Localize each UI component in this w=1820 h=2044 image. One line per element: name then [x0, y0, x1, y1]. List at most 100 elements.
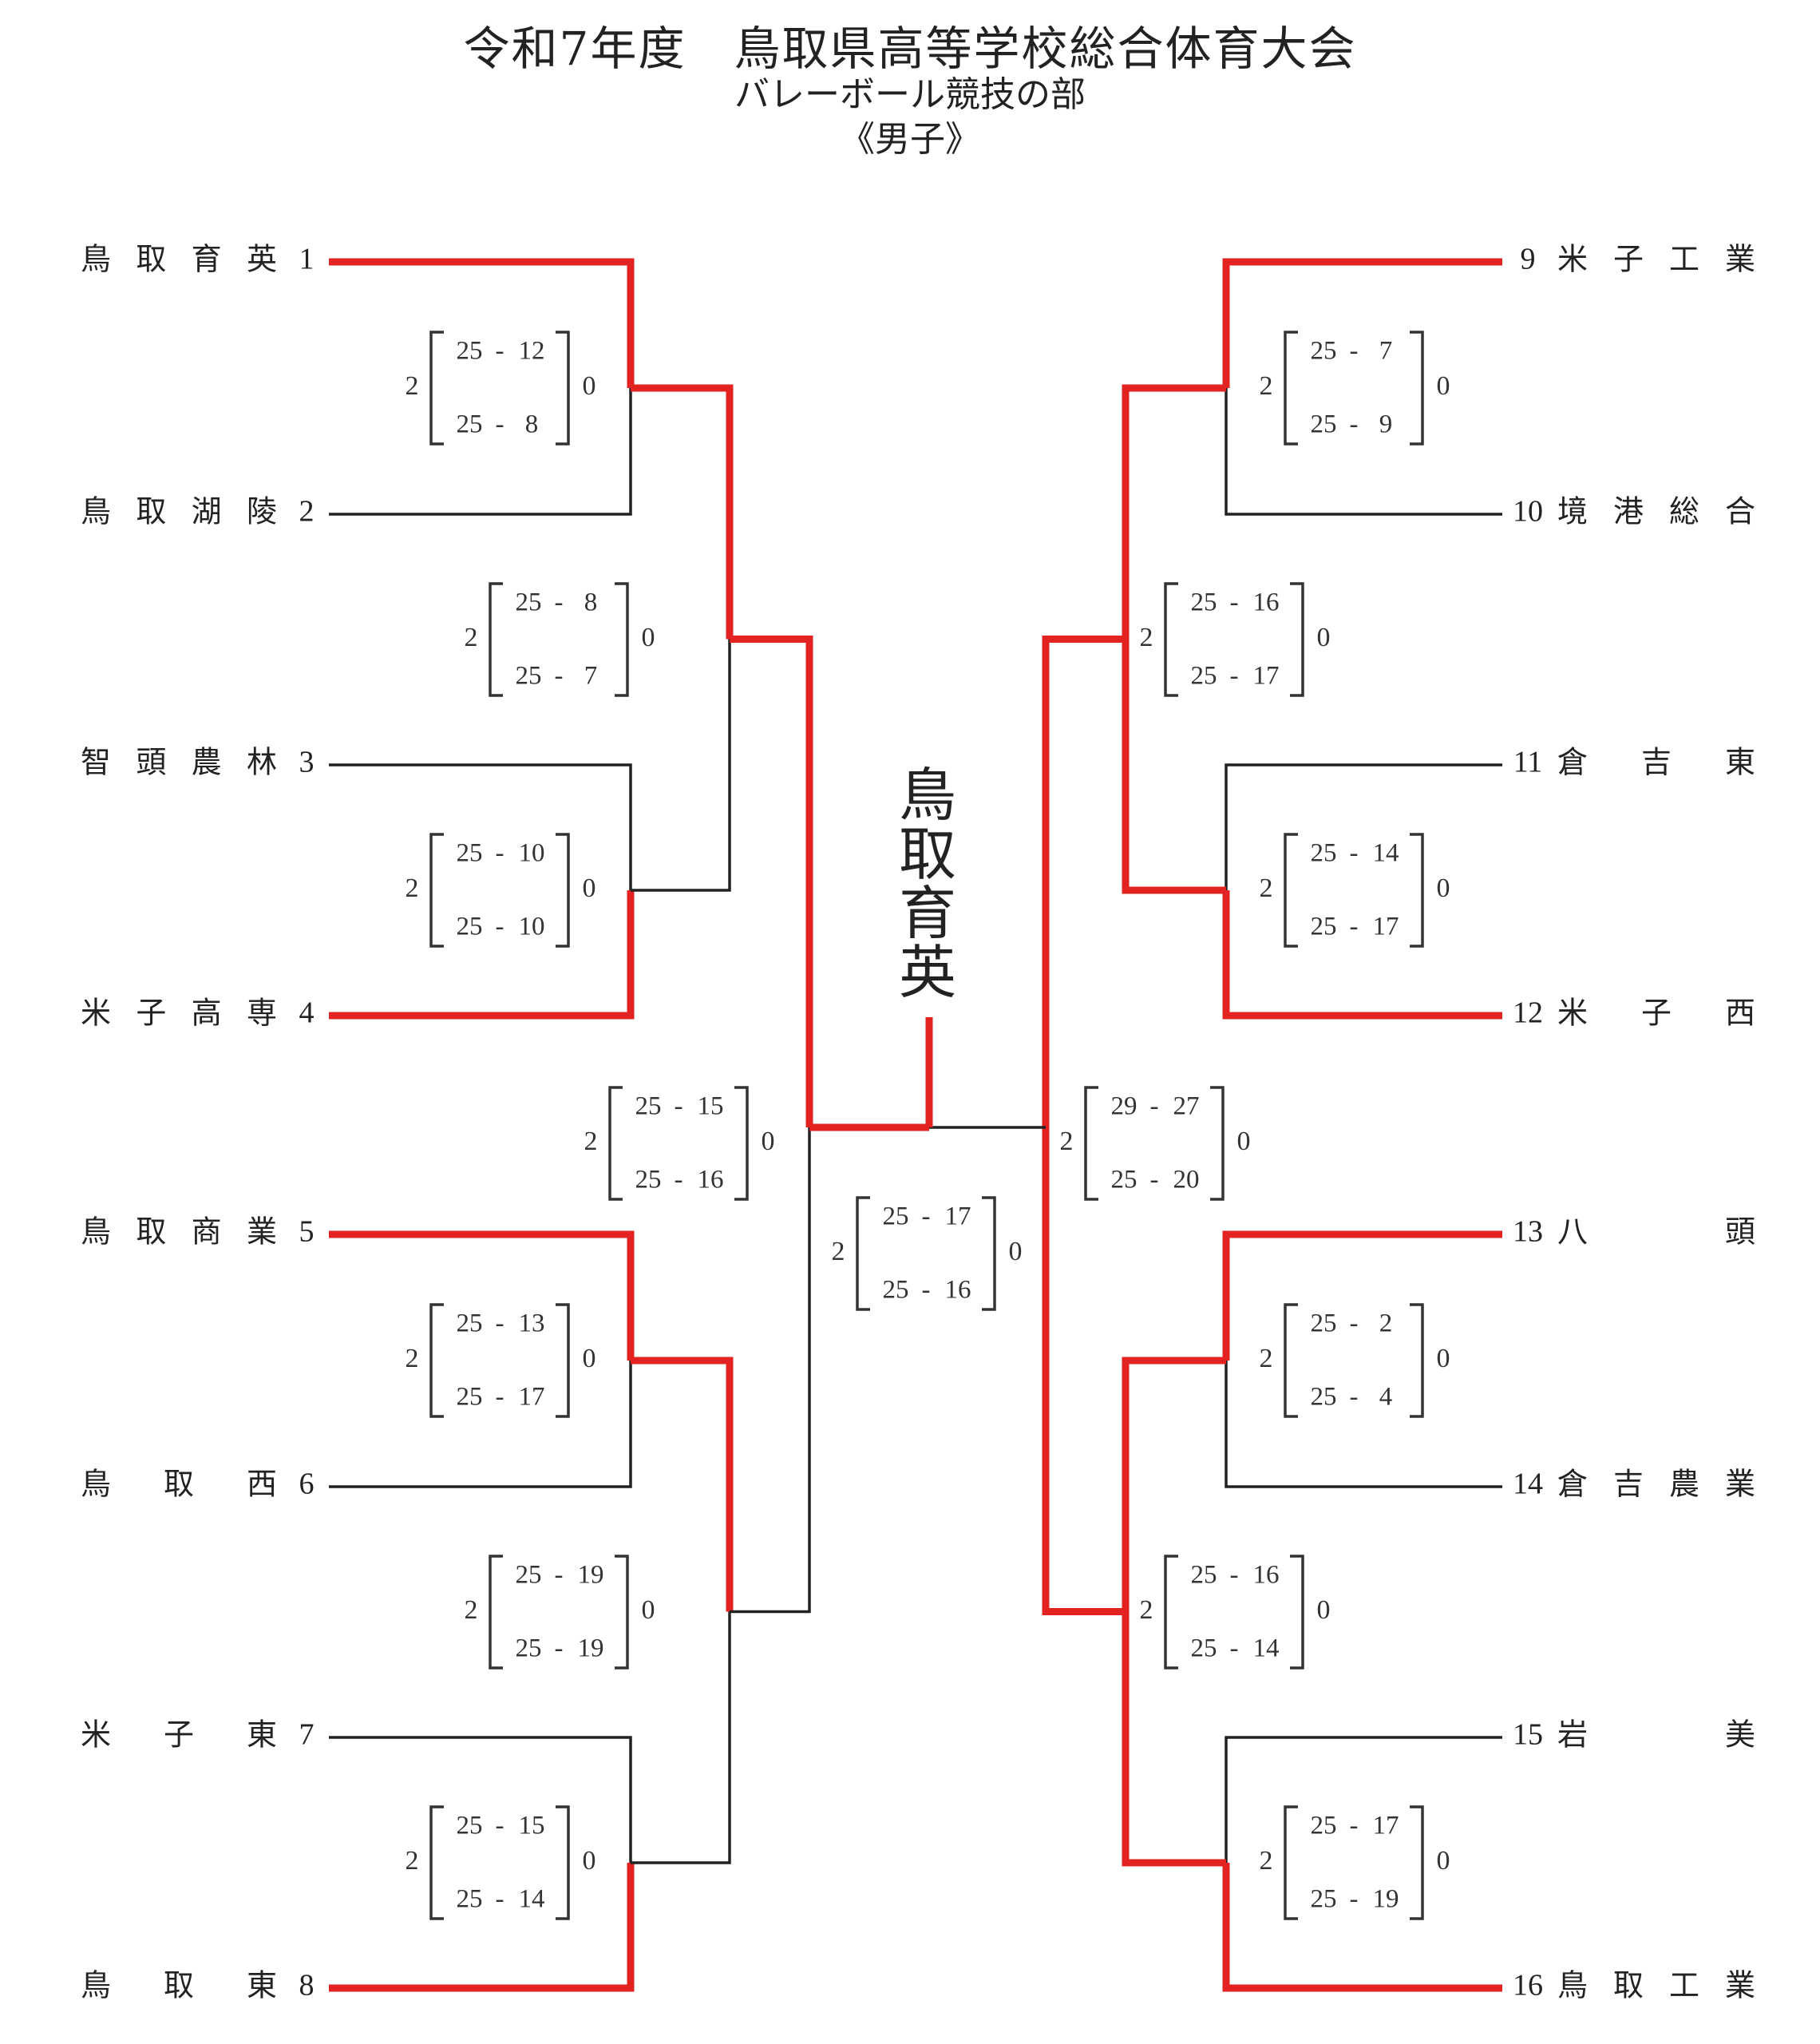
bracket-right [615, 1555, 629, 1670]
line-r2-a [1122, 384, 1226, 640]
set-score-dash: - [1350, 1885, 1359, 1914]
team-seed-1: 1 [299, 243, 315, 276]
set-score-dash: - [496, 839, 504, 868]
team-name-5-char: 業 [247, 1214, 277, 1250]
set-score-loser: 16 [945, 1276, 971, 1305]
sets-lost: 0 [583, 1344, 596, 1373]
set-score-loser: 16 [1253, 1561, 1280, 1590]
team-name-14-char: 倉 [1557, 1467, 1588, 1502]
set-score-loser: 7 [584, 662, 598, 691]
bracket-left [1164, 582, 1178, 697]
set-score-dash: - [922, 1202, 931, 1231]
team-name-2-char: 取 [136, 494, 166, 529]
sets-lost: 0 [583, 371, 596, 401]
set-score-dash: - [1230, 1634, 1239, 1663]
line-r3-b [1042, 1127, 1126, 1615]
set-score-winner: 25 [457, 1885, 483, 1914]
bracket-left [429, 833, 444, 948]
bracket-right [556, 1303, 570, 1418]
team-name-8: 鳥取東 [81, 1968, 277, 2003]
team-name-11-char: 東 [1725, 745, 1755, 780]
bracket-right [1410, 1805, 1424, 1920]
team-name-15: 岩美 [1557, 1717, 1755, 1753]
team-name-6-char: 取 [164, 1467, 194, 1502]
set-score-loser: 14 [1253, 1634, 1280, 1663]
set-score-winner: 25 [457, 337, 483, 366]
set-score-loser: 8 [525, 410, 539, 439]
bracket-left [429, 1805, 444, 1920]
team-name-15-char: 美 [1725, 1717, 1755, 1753]
team-name-14-char: 吉 [1613, 1467, 1644, 1502]
bracket-left [489, 582, 503, 697]
bracket-left [608, 1086, 623, 1201]
set-score-winner: 25 [883, 1202, 909, 1231]
set-score-loser: 14 [519, 1885, 545, 1914]
bracket-left [489, 1555, 503, 1670]
set-score-winner: 25 [457, 1309, 483, 1338]
sets-won: 2 [1140, 623, 1153, 652]
team-seed-14: 14 [1513, 1468, 1543, 1501]
page-subtitle: バレーボール競技の部 [734, 74, 1086, 115]
sets-won: 2 [406, 1344, 419, 1373]
team-name-1-char: 育 [192, 242, 222, 277]
team-name-14-char: 農 [1669, 1467, 1699, 1502]
set-score-loser: 10 [519, 839, 545, 868]
team-name-1-char: 取 [136, 242, 166, 277]
team-name-2-char: 湖 [192, 494, 222, 529]
team-name-7-char: 米 [81, 1717, 111, 1753]
team-seed-6: 6 [299, 1468, 315, 1501]
set-score-winner: 25 [516, 1634, 542, 1663]
team-name-6: 鳥取西 [81, 1467, 277, 1502]
set-score-loser: 27 [1173, 1092, 1200, 1121]
set-score-dash: - [1350, 913, 1359, 941]
set-score-loser: 16 [698, 1166, 724, 1194]
set-score-dash: - [1350, 1812, 1359, 1840]
bracket-left [1164, 1555, 1178, 1670]
line-team-5 [329, 1230, 635, 1361]
line-team-8 [329, 1863, 635, 1992]
team-name-5: 鳥取商業 [81, 1214, 277, 1250]
team-name-5-char: 鳥 [81, 1214, 111, 1250]
team-name-9: 米子工業 [1557, 242, 1755, 277]
sets-lost: 0 [1317, 1595, 1331, 1625]
team-name-11-char: 吉 [1641, 745, 1672, 780]
line-team-3 [329, 763, 632, 890]
team-name-14: 倉吉農業 [1557, 1467, 1755, 1502]
line-l2-b [631, 639, 731, 892]
sets-won: 2 [465, 623, 478, 652]
sets-won: 2 [1260, 1846, 1273, 1876]
bracket-left [1284, 1805, 1298, 1920]
team-name-8-char: 取 [164, 1968, 194, 2003]
team-name-16-char: 業 [1725, 1968, 1755, 2003]
line-l2-d [631, 1611, 731, 1864]
sets-won: 2 [406, 371, 419, 401]
set-score-dash: - [1230, 588, 1239, 617]
bracket-left [1084, 1086, 1098, 1201]
line-team-10 [1225, 388, 1502, 516]
set-score-winner: 25 [1191, 1561, 1217, 1590]
line-team-14 [1225, 1361, 1502, 1488]
line-l2-a [631, 384, 734, 640]
line-team-7 [329, 1736, 632, 1863]
set-score-dash: - [1350, 337, 1359, 366]
sets-won: 2 [406, 873, 419, 903]
team-name-2-char: 鳥 [81, 494, 111, 529]
set-score-loser: 14 [1373, 839, 1399, 868]
team-name-11-char: 倉 [1557, 745, 1588, 780]
team-seed-12: 12 [1513, 996, 1543, 1030]
set-score-dash: - [555, 1634, 564, 1663]
set-score-loser: 12 [519, 337, 545, 366]
set-score-winner: 25 [1311, 1885, 1337, 1914]
sets-won: 2 [406, 1846, 419, 1876]
